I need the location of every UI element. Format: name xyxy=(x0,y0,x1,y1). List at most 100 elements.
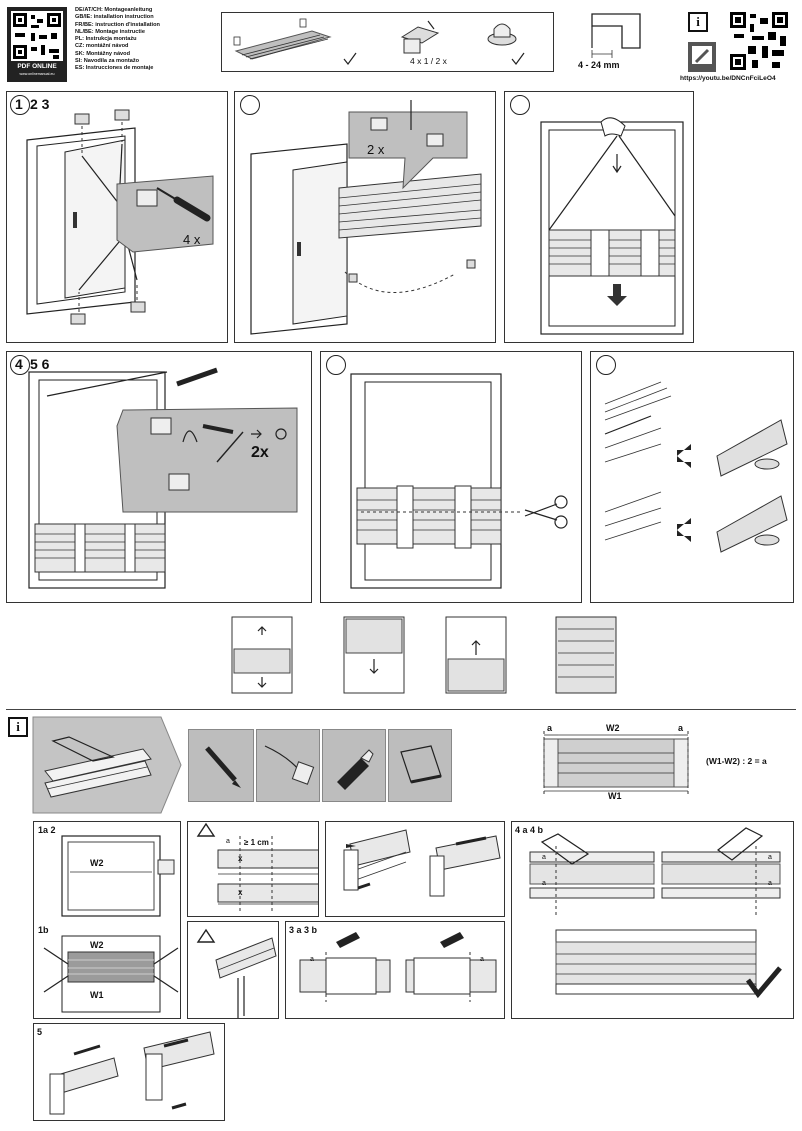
mode-top-down xyxy=(343,616,405,694)
dim-a: a xyxy=(542,880,546,887)
bracket-icon xyxy=(70,109,146,325)
step-panel-1: 1 2 3 4 x xyxy=(6,91,228,343)
utility-knife-icon xyxy=(440,932,464,948)
step-number: 4 xyxy=(15,356,23,372)
language-item: SK: Montážny návod xyxy=(75,50,131,57)
video-url[interactable]: https://youtu.be/DNCnFciLeO4 xyxy=(680,75,776,82)
language-item: NL/BE: Montage instructie xyxy=(75,28,145,35)
arrow-right-icon xyxy=(455,836,487,846)
warning-cord-panel xyxy=(187,921,279,1019)
mode-top-down-bottom-up xyxy=(231,616,293,694)
callout-count: 2 x xyxy=(367,142,385,157)
utility-knife-icon xyxy=(336,932,360,948)
clip-icon xyxy=(487,23,517,46)
pleated-blind-illustration xyxy=(356,485,502,549)
step-label: 1b xyxy=(38,925,49,935)
blind-with-brackets-icon xyxy=(233,18,332,60)
step-number-rest: 5 6 xyxy=(30,356,50,372)
step-number-circle xyxy=(10,355,30,375)
step-label: 5 xyxy=(37,1027,43,1037)
section-divider xyxy=(6,709,796,710)
dim-a: a xyxy=(768,854,772,861)
remove-endcaps-panel xyxy=(325,821,505,917)
arrow-left-icon xyxy=(677,444,691,468)
language-item: DE/AT/CH: Montageanleitung xyxy=(75,7,153,13)
language-item: CZ: montážní návod xyxy=(75,43,129,50)
dim-w1: W1 xyxy=(608,791,622,801)
language-item: GB/IE: installation instruction xyxy=(75,14,154,21)
frame-depth-range: 4 - 24 mm xyxy=(578,60,620,70)
tool-utility-knife xyxy=(322,729,386,802)
dim-a-right: a xyxy=(678,723,684,733)
warning-icon xyxy=(196,822,216,837)
language-item: PL: Instrukcja montażu xyxy=(75,36,137,43)
arrow-right-icon xyxy=(73,1044,101,1056)
dim-a: a xyxy=(768,880,772,887)
mode-closed xyxy=(555,616,617,694)
info-icon: i xyxy=(8,717,28,737)
bottom-rail-icon xyxy=(716,495,788,553)
step-4a4b-panel: 4 a 4 b a a a a xyxy=(511,821,794,1019)
pdf-online-url: www.onlinemanual.eu xyxy=(19,72,55,76)
scissors-icon xyxy=(524,495,568,529)
saw-frame-icon xyxy=(51,736,115,762)
frame-depth-diagram: 4 - 24 mm xyxy=(578,12,650,74)
window-frame-illustration xyxy=(540,121,684,335)
step-number-circle xyxy=(510,95,530,115)
step-label: 4 a 4 b xyxy=(515,825,544,835)
tool-measuring-tape xyxy=(256,729,320,802)
step-number-circle xyxy=(10,95,30,115)
step-1a2-panel: 1a 2 W2 1b W2 W1 xyxy=(33,821,181,1019)
mode-bottom-up xyxy=(445,616,507,694)
hacksaw-icon xyxy=(540,833,590,865)
window-frame-illustration xyxy=(350,373,502,589)
cut-formula: (W1-W2) : 2 = a xyxy=(706,756,767,766)
qr-code-manual[interactable]: PDF ONLINE www.onlinemanual.eu xyxy=(7,7,67,82)
shortening-kit-box xyxy=(32,716,183,815)
dim-a: a xyxy=(310,956,314,963)
blind-section-illustration xyxy=(604,381,672,541)
dim-a: a xyxy=(226,838,230,845)
dim-w2: W2 xyxy=(90,940,104,950)
dim-w2: W2 xyxy=(606,723,620,733)
warning-icon xyxy=(196,928,216,943)
hacksaw-icon xyxy=(716,827,764,861)
pencil-icon xyxy=(176,367,218,387)
step-number-circle xyxy=(596,355,616,375)
info-icon: i xyxy=(688,12,708,32)
language-item: FR/BE: instruction d'installation xyxy=(75,21,160,28)
mark-x: x xyxy=(238,854,243,863)
pleated-blind-illustration xyxy=(548,229,676,277)
step-panel-6 xyxy=(590,351,794,603)
language-list: DE/AT/CH: Montageanleitung GB/IE: instal… xyxy=(75,7,160,73)
arrow-right-icon xyxy=(171,1102,187,1110)
operating-modes xyxy=(230,615,617,697)
detail-callout xyxy=(116,407,298,513)
language-item: ES: Instrucciones de montaje xyxy=(75,65,154,72)
dim-w2: W2 xyxy=(90,858,104,868)
pleated-blind-illustration xyxy=(34,523,166,573)
head-rail-icon xyxy=(716,419,788,477)
step-panel-3 xyxy=(504,91,694,343)
arrow-left-icon xyxy=(357,882,371,890)
step-5-panel: 5 xyxy=(33,1023,225,1121)
arrow-right-icon xyxy=(163,1038,189,1048)
package-contents-box: 4 x 1 / 2 x xyxy=(221,12,554,72)
check-icon xyxy=(511,52,525,65)
step-panel-5 xyxy=(320,351,582,603)
tool-hacksaw xyxy=(388,729,452,802)
measuring-tape-icon xyxy=(157,859,175,875)
qr-code-video[interactable] xyxy=(728,10,790,72)
arrow-down-icon xyxy=(612,154,622,174)
arrow-down-icon xyxy=(607,284,627,306)
dim-a: a xyxy=(542,854,546,861)
pleated-blind-illustration xyxy=(338,173,482,239)
callout-count: 2x xyxy=(251,444,269,461)
dim-a-left: a xyxy=(547,723,553,733)
detail-callout xyxy=(348,111,468,190)
step-number-circle xyxy=(326,355,346,375)
check-icon xyxy=(343,52,357,65)
mark-x: x xyxy=(238,888,243,897)
step-number-rest: 2 3 xyxy=(30,96,50,112)
hand-icon xyxy=(600,117,626,137)
